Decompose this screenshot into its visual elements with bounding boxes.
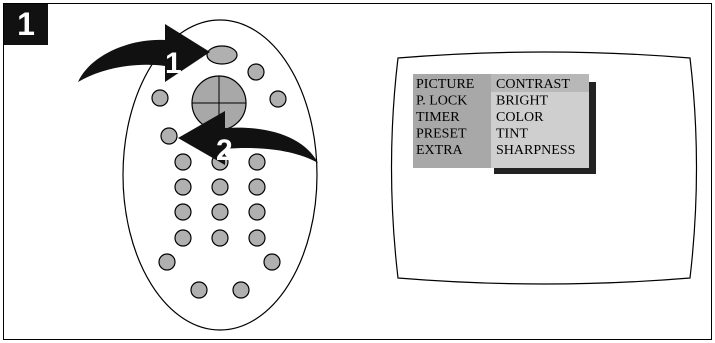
remote-button[interactable] [249,179,265,195]
osd-left-item[interactable]: PICTURE [416,77,474,92]
remote-menu-button[interactable] [207,46,237,64]
osd-right-item[interactable]: BRIGHT [496,94,549,109]
osd-left-item[interactable]: P. LOCK [416,94,467,109]
remote-button[interactable] [249,154,265,170]
arrow-step-1-label: 1 [165,47,182,80]
osd-right-item[interactable]: SHARPNESS [496,143,575,158]
remote-button[interactable] [249,230,265,246]
remote-body [123,20,317,330]
arrow-step-2-label: 2 [216,134,233,167]
remote-button[interactable] [212,204,228,220]
remote-button[interactable] [270,91,286,107]
remote-button[interactable] [161,128,177,144]
remote-button[interactable] [264,254,280,270]
remote-button[interactable] [159,254,175,270]
remote-button[interactable] [175,230,191,246]
osd-right-item[interactable]: COLOR [496,110,544,125]
remote-button[interactable] [212,230,228,246]
remote-button[interactable] [249,204,265,220]
remote-button[interactable] [152,90,168,106]
remote-button[interactable] [248,64,264,80]
remote-button[interactable] [175,179,191,195]
remote-button[interactable] [175,204,191,220]
osd-left-item[interactable]: TIMER [416,110,460,125]
remote-button[interactable] [212,179,228,195]
remote-button[interactable] [191,282,207,298]
osd-right-item[interactable]: CONTRAST [496,77,570,92]
osd-right-item[interactable]: TINT [496,127,528,142]
remote-control [123,20,317,330]
remote-button[interactable] [175,154,191,170]
remote-button[interactable] [233,282,249,298]
osd-left-item[interactable]: EXTRA [416,143,464,158]
osd-left-item[interactable]: PRESET [416,127,467,142]
